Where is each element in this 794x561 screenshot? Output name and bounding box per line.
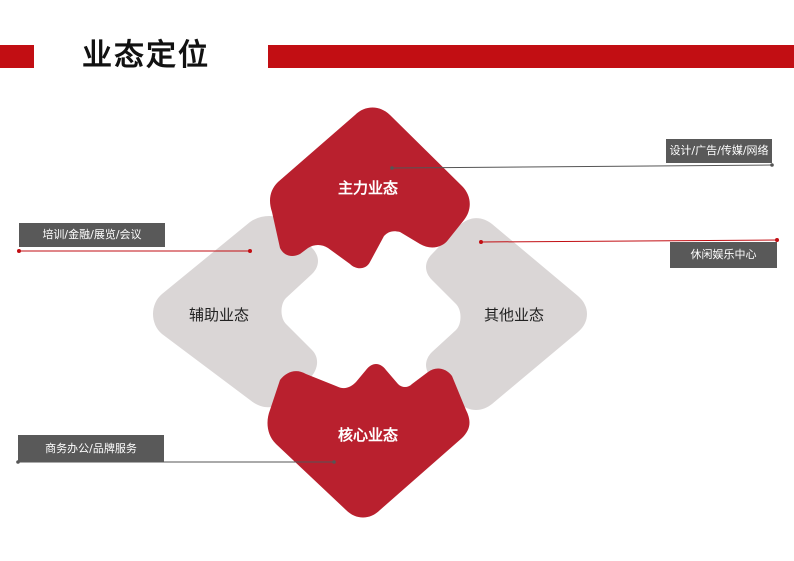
connector-design-media [391, 164, 773, 169]
connector-dot [17, 249, 21, 253]
connector-dot [770, 163, 774, 167]
connector-leisure [480, 239, 778, 243]
connector-dot [390, 166, 394, 170]
petal-right [426, 218, 587, 410]
petal-label-bottom: 核心业态 [338, 426, 398, 444]
tag-training-finance: 培训/金融/展览/会议 [19, 223, 165, 247]
tag-design-media: 设计/广告/传媒/网络 [666, 139, 772, 163]
connector-dot [479, 240, 483, 244]
page-title: 业态定位 [82, 38, 210, 73]
title-bar-right [268, 45, 794, 68]
tag-business: 商务办公/品牌服务 [18, 435, 164, 462]
petal-left [153, 216, 318, 408]
tag-leisure: 休闲娱乐中心 [670, 242, 777, 268]
title-bar-left [0, 45, 34, 68]
petal-top [270, 107, 470, 269]
petal-label-left: 辅助业态 [189, 306, 249, 324]
connector-dot [332, 460, 336, 464]
petal-label-top: 主力业态 [338, 179, 398, 197]
connector-dot [775, 238, 779, 242]
petal-bottom [267, 364, 470, 518]
connector-dot [248, 249, 252, 253]
petal-label-right: 其他业态 [484, 306, 544, 324]
